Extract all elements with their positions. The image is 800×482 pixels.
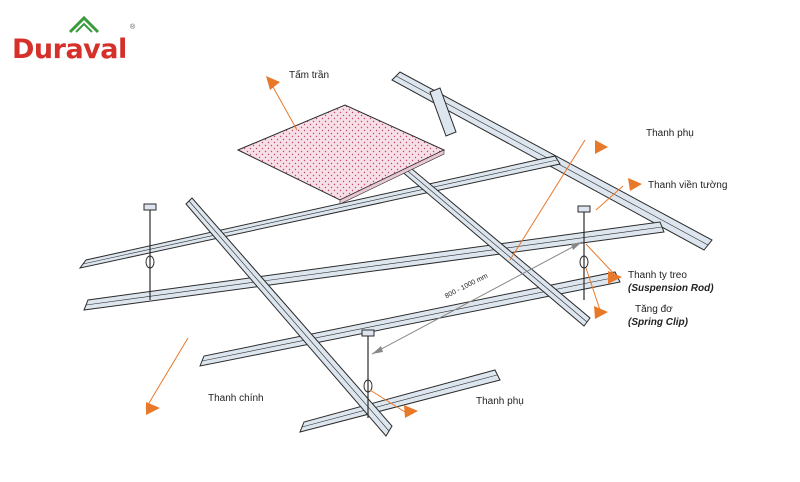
label-ceiling-tile: Tấm trần (289, 70, 330, 81)
leader-suspension-rod (585, 243, 616, 276)
arrow-icon (266, 76, 280, 90)
suspension-rod-right (577, 205, 591, 300)
main-tee-2 (83, 221, 665, 311)
house-roof-icon (68, 15, 100, 34)
cross-tees (185, 87, 591, 437)
registered-mark: ® (130, 24, 136, 31)
label-cross-tee-top: Thanh phụ (646, 128, 694, 139)
arrow-icon (594, 306, 608, 319)
arrow-icon (146, 402, 160, 415)
cross-tee-3 (429, 87, 457, 137)
brand-name: Duraval (12, 34, 127, 65)
arrow-icon (628, 178, 642, 191)
label-suspension-rod-en: (Suspension Rod) (628, 283, 714, 294)
main-tees (78, 155, 665, 433)
label-spring-clip: Tăng đơ (635, 304, 673, 315)
arrow-icon (608, 271, 622, 284)
arrow-heads (146, 76, 642, 418)
label-wall-angle: Thanh viền tường (648, 180, 728, 191)
spacing-dimension (371, 241, 583, 355)
arrow-icon (404, 405, 418, 418)
leader-wall-angle (595, 185, 624, 211)
leader-spring-clip (585, 267, 601, 311)
suspension-rod-left (143, 203, 157, 300)
label-suspension-rod: Thanh ty treo (628, 270, 687, 281)
brand-logo: Duraval ® (12, 14, 142, 66)
cross-tee-1 (185, 197, 393, 437)
label-spring-clip-en: (Spring Clip) (628, 317, 688, 328)
arrow-icon (595, 140, 608, 154)
ceiling-tile-panel (236, 104, 446, 201)
suspension-rod-front (361, 329, 375, 418)
leader-cross-tee-top (509, 139, 586, 261)
label-main-tee: Thanh chính (208, 393, 264, 404)
leader-cross-tee-bottom (369, 389, 406, 413)
main-tee-4 (299, 369, 501, 433)
leader-main-tee (145, 337, 189, 409)
main-tee-1 (78, 155, 561, 269)
label-cross-tee-bottom: Thanh phụ (476, 396, 524, 407)
